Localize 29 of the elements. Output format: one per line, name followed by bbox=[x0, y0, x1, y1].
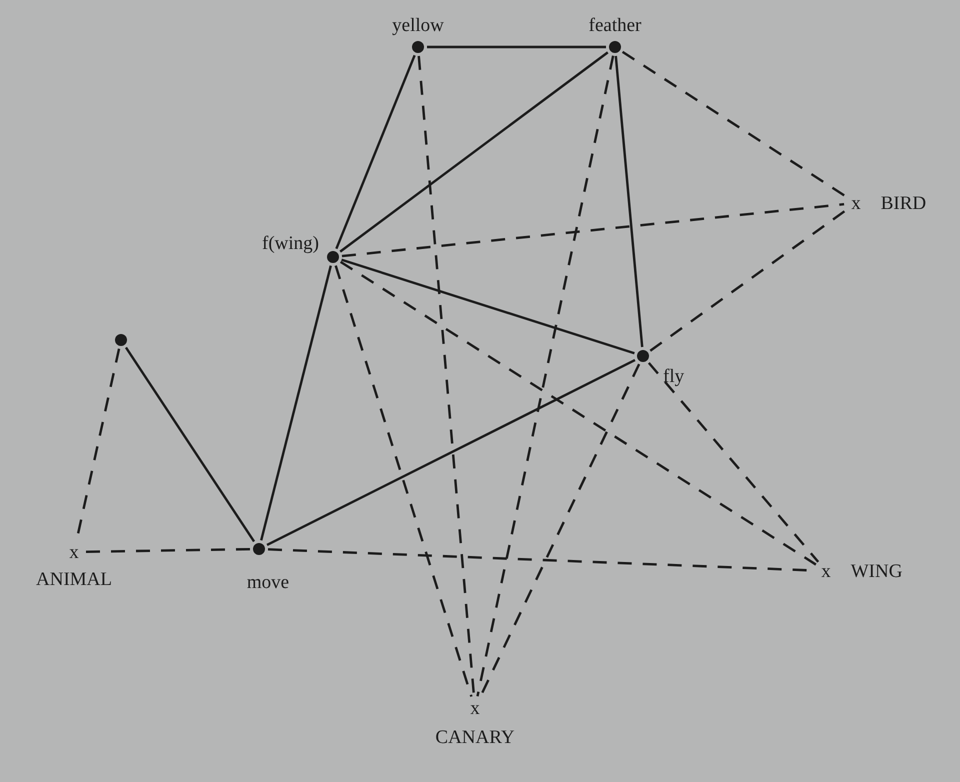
node-label: yellow bbox=[392, 16, 444, 35]
connector-line bbox=[260, 265, 332, 541]
connector-line bbox=[340, 51, 608, 253]
connector-line bbox=[614, 56, 644, 348]
point-marker: x bbox=[821, 562, 831, 580]
point-marker: x bbox=[69, 542, 79, 562]
point-marker: x bbox=[470, 698, 480, 718]
dashed-line bbox=[622, 50, 847, 198]
connector-line bbox=[341, 258, 635, 354]
dashed-line bbox=[650, 209, 847, 352]
node-label: WING bbox=[850, 562, 902, 580]
connector-line bbox=[124, 346, 256, 542]
dashed-line bbox=[476, 56, 614, 696]
connector-line bbox=[266, 358, 636, 546]
node-label: BIRD bbox=[880, 194, 926, 212]
node-label: fly bbox=[663, 366, 684, 386]
connector-line bbox=[427, 46, 606, 48]
node-label: feather bbox=[588, 16, 642, 35]
node-label: ANIMAL bbox=[36, 570, 112, 588]
dashed-line bbox=[334, 265, 473, 697]
connector-line bbox=[335, 54, 416, 250]
node-label: f(wing) bbox=[262, 234, 319, 252]
dashed-line bbox=[342, 203, 844, 258]
dashed-line bbox=[340, 260, 817, 566]
dashed-line bbox=[86, 548, 250, 553]
node-label: CANARY bbox=[435, 728, 515, 746]
dashed-line bbox=[648, 362, 820, 563]
point-marker: x bbox=[851, 194, 861, 212]
node-label: move bbox=[246, 573, 290, 592]
